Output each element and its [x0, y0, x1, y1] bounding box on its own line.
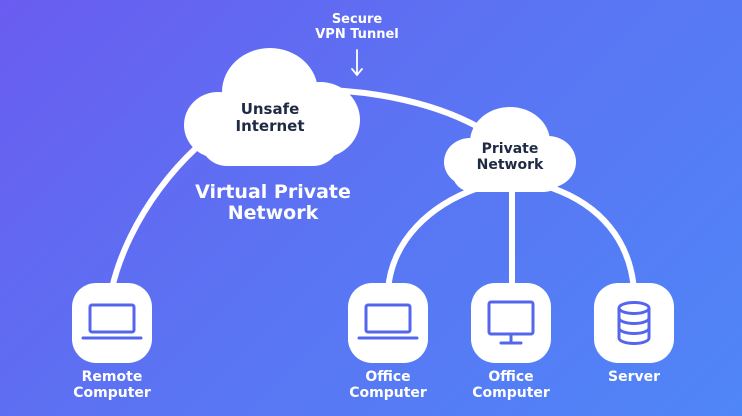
unsafe-internet-label-line2: Internet [235, 116, 305, 135]
device-label-line2: Computer [73, 384, 151, 401]
device-label-line2: Computer [472, 384, 550, 401]
unsafe-internet-label-line1: Unsafe [240, 100, 300, 118]
remote-computer-tile [72, 283, 152, 363]
private-network-label-line2: Network [476, 156, 544, 173]
private-network-cloud [444, 107, 576, 192]
remote-computer-label: Remote Computer [57, 369, 167, 401]
device-label-line1: Server [607, 369, 660, 385]
laptop-icon [81, 303, 143, 340]
device-label-line2: Computer [349, 384, 427, 401]
private-network-label: Private Network [455, 141, 565, 173]
office1-connection-line [385, 185, 481, 293]
device-label-line1: Remote [81, 369, 143, 385]
device-label-line1: Office [488, 369, 534, 385]
office-computer-tile [348, 283, 428, 363]
office-computer-label: Office Computer [333, 369, 443, 401]
server-label: Server [579, 369, 689, 386]
laptop-icon [357, 303, 419, 340]
server-connection-line [549, 185, 637, 293]
vpn-tunnel-label: Secure VPN Tunnel [302, 12, 412, 42]
vpn-tunnel-label-line1: Secure [331, 12, 383, 27]
device-label-line1: Office [365, 369, 411, 385]
office-computer-monitor-tile [471, 283, 551, 363]
diagram-title: Virtual Private Network [178, 182, 368, 224]
private-network-label-line1: Private [481, 141, 539, 157]
tunnel-arrow [351, 49, 363, 77]
unsafe-internet-cloud [184, 48, 360, 166]
unsafe-internet-label: Unsafe Internet [210, 101, 330, 135]
diagram-title-line1: Virtual Private [195, 181, 351, 203]
office-computer-monitor-label: Office Computer [456, 369, 566, 401]
diagram-title-line2: Network [227, 201, 319, 224]
database-icon [617, 301, 651, 345]
vpn-tunnel-label-line2: VPN Tunnel [315, 26, 399, 42]
monitor-icon [487, 300, 535, 345]
